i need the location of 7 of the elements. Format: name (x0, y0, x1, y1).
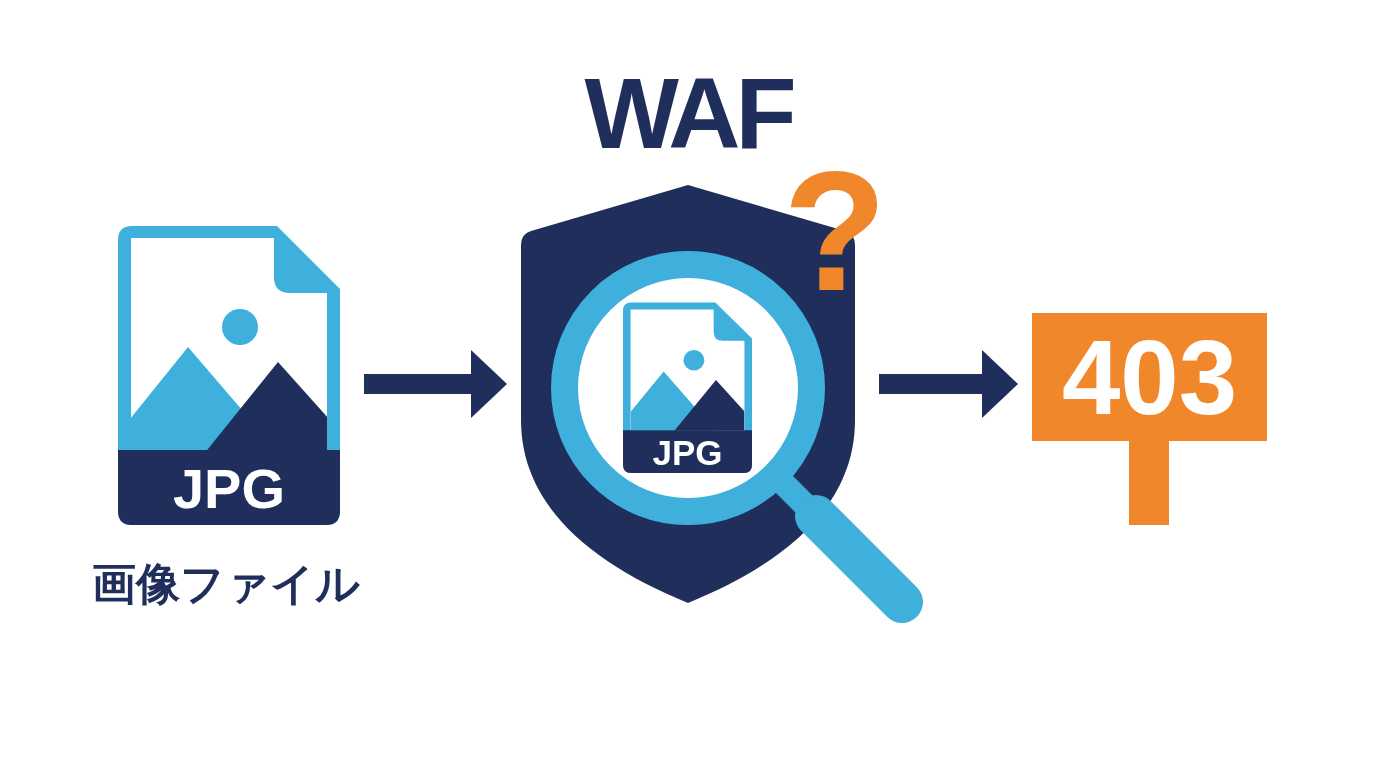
file-type-label: JPG (172, 461, 286, 517)
file-label: 画像ファイル (92, 562, 360, 606)
arrow (364, 350, 507, 418)
status-code: 403 (1061, 325, 1238, 430)
arrow (879, 350, 1018, 418)
file-type-label: JPG (652, 435, 723, 470)
heading: WAF (584, 63, 792, 163)
